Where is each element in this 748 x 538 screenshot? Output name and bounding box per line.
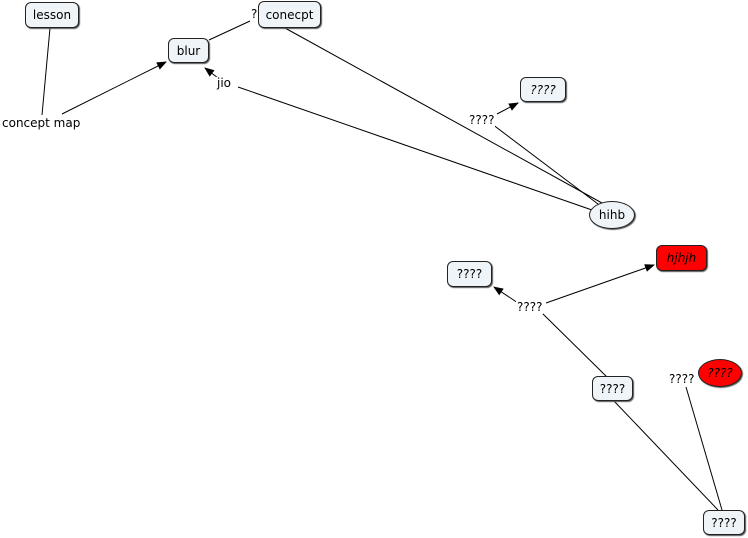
concept-node-lesson[interactable]: lesson <box>25 2 79 28</box>
concept-node-hihb[interactable]: hihb <box>589 201 635 229</box>
link-label-question-right[interactable]: ???? <box>668 372 696 386</box>
concept-node-question-red[interactable]: ???? <box>698 359 742 387</box>
concept-node-conecpt[interactable]: conecpt <box>258 1 321 28</box>
edge-qmid-qcenter <box>541 312 609 379</box>
link-label-question-upper[interactable]: ???? <box>468 113 496 127</box>
edge-hihb-qupper <box>491 123 599 205</box>
edge-blur-q <box>208 20 251 41</box>
edge-conceptmap-blur <box>61 61 167 115</box>
concept-node-hjhjh[interactable]: hjhjh <box>656 245 707 271</box>
concept-node-question-bottom[interactable]: ???? <box>703 510 745 535</box>
concept-node-question-mid[interactable]: ???? <box>592 376 633 401</box>
edge-qbottom-qmid <box>613 400 719 511</box>
edge-conecpt-hihb <box>284 27 603 204</box>
edge-jio-blur <box>204 67 219 79</box>
edge-qupper-qitalic <box>496 102 519 115</box>
concept-node-question-italic[interactable]: ???? <box>520 77 566 102</box>
edge-hihb-jio <box>237 86 593 211</box>
link-label-question-center[interactable]: ???? <box>516 300 544 314</box>
edge-qcenter-qleft <box>493 286 519 304</box>
edge-qbottom-qright <box>685 386 723 511</box>
concept-node-blur[interactable]: blur <box>168 38 209 63</box>
edge-lesson-conceptmap <box>41 27 51 116</box>
link-label-concept-map[interactable]: concept map <box>1 116 82 130</box>
edge-qcenter-hjhjh <box>545 264 655 304</box>
link-label-jio[interactable]: jio <box>216 76 233 90</box>
link-label-question-mark[interactable]: ? <box>250 7 259 21</box>
concept-node-question-left[interactable]: ???? <box>447 261 492 287</box>
